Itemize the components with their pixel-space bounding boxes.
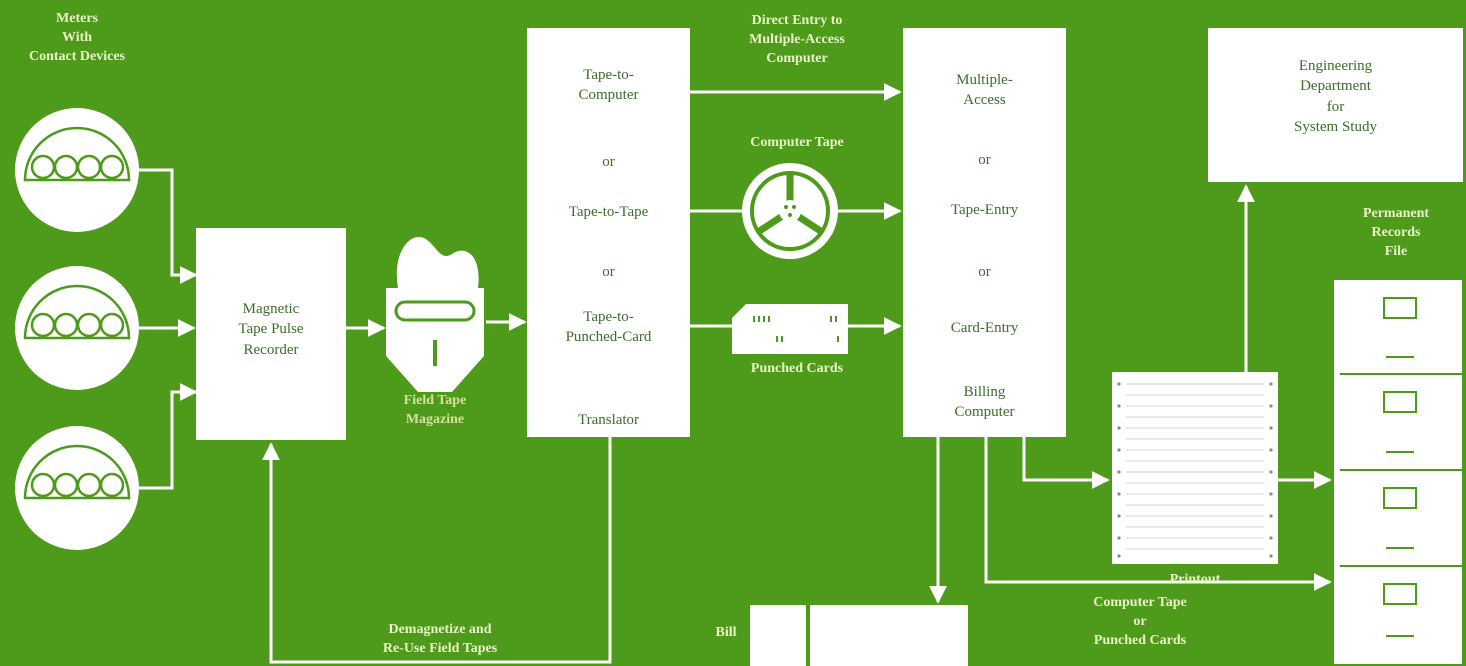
- punched-cards-label: Punched Cards: [712, 360, 882, 379]
- computer-or1: or: [903, 150, 1066, 170]
- translator-line2: Tape-to-Tape: [527, 202, 690, 222]
- records-label: Permanent Records File: [1326, 205, 1466, 262]
- tape-reel-icon: [742, 163, 838, 259]
- meter-connectors: [139, 170, 196, 488]
- computer-line3: Card-Entry: [903, 318, 1066, 338]
- computer-line1: Multiple- Access: [903, 70, 1066, 111]
- direct-entry-label: Direct Entry to Multiple-Access Computer: [712, 12, 882, 69]
- bill-document: [750, 605, 968, 666]
- bill-label: Bill: [704, 624, 748, 643]
- magazine-label: Field Tape Magazine: [375, 392, 495, 430]
- translator-or2: or: [527, 262, 690, 282]
- reuse-label: Demagnetize and Re-Use Field Tapes: [330, 621, 550, 659]
- translator-line3: Tape-to- Punched-Card: [527, 307, 690, 348]
- translator-line4: Translator: [527, 410, 690, 430]
- computer-or2: or: [903, 262, 1066, 282]
- recorder-label: Magnetic Tape Pulse Recorder: [196, 299, 346, 360]
- meter-dial-icon: [15, 108, 139, 232]
- file-cabinet-icon: [1334, 280, 1462, 664]
- printout-paper-icon: [1112, 372, 1278, 564]
- meter-dial-icon: [15, 426, 139, 550]
- translator-line1: Tape-to- Computer: [527, 65, 690, 106]
- punched-card-icon: [732, 304, 848, 354]
- output-label: Computer Tape or Punched Cards: [1040, 594, 1240, 651]
- meter-dial-icon: [15, 266, 139, 390]
- computer-line4: Billing Computer: [903, 382, 1066, 423]
- computer-line2: Tape-Entry: [903, 200, 1066, 220]
- printout-label: Printout: [1130, 571, 1260, 590]
- engineering-label: Engineering Department for System Study: [1208, 56, 1463, 137]
- translator-or1: or: [527, 152, 690, 172]
- meters-label: Meters With Contact Devices: [12, 10, 142, 67]
- tape-magazine-icon: [386, 237, 484, 392]
- computer-tape-label: Computer Tape: [712, 134, 882, 153]
